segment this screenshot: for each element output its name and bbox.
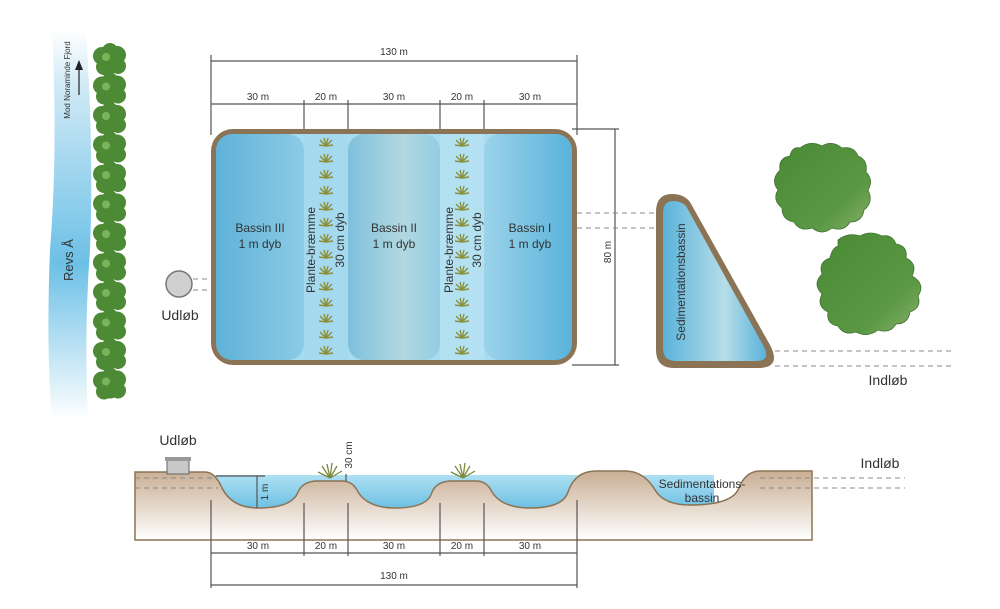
depth-label: 1 m [260, 484, 271, 501]
reed-icon [318, 185, 334, 195]
segment-label: 20 m [451, 92, 473, 103]
reeds [318, 137, 470, 355]
reed-icon [454, 153, 470, 163]
basin-2-depth: 1 m dyb [373, 237, 416, 251]
reed-icon [318, 201, 334, 211]
segment-label: 30 m [247, 92, 269, 103]
reed-icon [454, 313, 470, 323]
outlet-plan: Udløb [161, 270, 212, 323]
reed-icon [318, 297, 334, 307]
reed-icon [318, 153, 334, 163]
reed-icon [318, 217, 334, 227]
shrub-icon [93, 190, 126, 223]
shrub-icon [93, 338, 126, 370]
shrub-icon [93, 220, 126, 252]
reed-icon [454, 265, 470, 275]
section-total-width-label: 130 m [380, 571, 408, 582]
fjord-direction-label: Mod Noraminde Fjord [63, 41, 72, 118]
basin-2 [348, 134, 440, 360]
shrub-icon [93, 161, 126, 193]
reed-icon [454, 233, 470, 243]
shrub-icon [93, 43, 126, 75]
reed-icon [318, 265, 334, 275]
basin-3-depth: 1 m dyb [239, 237, 282, 251]
segment-label: 30 m [519, 92, 541, 103]
section-segment-label: 30 m [519, 541, 541, 552]
shrub-icon [93, 102, 126, 134]
section-sedimentation-label-1: Sedimentations- [659, 477, 746, 491]
reed-icon [454, 201, 470, 211]
reed-icon [454, 345, 470, 355]
plant-strip-1-depth: 30 cm dyb [333, 212, 347, 268]
plant-strip-1 [304, 134, 348, 360]
shrub-icon [93, 72, 126, 105]
outlet-label: Udløb [161, 307, 199, 323]
plant-strip-2 [440, 134, 484, 360]
river-water [48, 30, 92, 420]
trees [774, 143, 922, 335]
basin-1-name: Bassin I [509, 221, 552, 235]
reed-icon [454, 137, 470, 147]
reed-icon [454, 297, 470, 307]
sedimentation-basin-plan: Sedimentationsbassin [656, 194, 774, 368]
plan-dimensions: 130 m 30 m 20 m 30 m 20 m 30 m 80 m [210, 47, 619, 366]
reed-icon [454, 185, 470, 195]
basin-1-depth: 1 m dyb [509, 237, 552, 251]
reed-icon [318, 169, 334, 179]
shrub-icon [93, 308, 126, 341]
section-segment-label: 30 m [383, 541, 405, 552]
basin-3 [216, 134, 304, 360]
tree-icon [774, 143, 871, 233]
reed-icon [318, 137, 334, 147]
basin-2-name: Bassin II [371, 221, 417, 235]
tree-icon [816, 232, 922, 335]
segment-label: 20 m [315, 92, 337, 103]
height-label: 80 m [603, 241, 614, 263]
plant-strip-2-depth: 30 cm dyb [470, 212, 484, 268]
arrow-up-icon [75, 60, 83, 95]
section-sedimentation-label-2: bassin [685, 491, 720, 505]
shrub-icon [93, 367, 126, 400]
section-segment-label: 30 m [247, 541, 269, 552]
reed-icon [454, 169, 470, 179]
reed-icon [318, 329, 334, 339]
inlet-label: Indløb [869, 372, 908, 388]
reed-icon [454, 249, 470, 259]
river-label: Revs Å [61, 239, 76, 281]
section-segment-label: 20 m [315, 541, 337, 552]
plant-strip-1-name: Plante-bræmme [304, 207, 318, 293]
shrub-icon [93, 131, 126, 164]
pond-system-plan: Bassin III 1 m dyb Bassin II 1 m dyb Bas… [211, 129, 577, 365]
hedge-row [93, 43, 126, 400]
total-width-label: 130 m [380, 47, 408, 58]
plant-strip-2-name: Plante-bræmme [442, 207, 456, 293]
reed-icon [318, 249, 334, 259]
outlet-well-icon [165, 270, 193, 298]
section-outlet-label: Udløb [159, 432, 197, 448]
basin-1 [484, 134, 572, 360]
river: Revs Å Mod Noraminde Fjord [48, 30, 92, 420]
strip-depth-label: 30 cm [344, 441, 355, 468]
outlet-well-section [165, 457, 191, 475]
reed-icon [454, 329, 470, 339]
section-inlet-label: Indløb [861, 455, 900, 471]
shrub-icon [93, 249, 126, 282]
reed-icon [318, 281, 334, 291]
sedimentation-label: Sedimentationsbassin [674, 223, 688, 340]
reed-icon [317, 462, 343, 479]
cross-section: Udløb 1 m 30 cm Sedimentations- bassin I… [134, 432, 905, 588]
section-segment-label: 20 m [451, 541, 473, 552]
reed-icon [450, 462, 476, 479]
reed-icon [318, 345, 334, 355]
reed-icon [318, 233, 334, 243]
reed-icon [318, 313, 334, 323]
shrub-icon [93, 279, 126, 311]
reed-icon [454, 281, 470, 291]
segment-label: 30 m [383, 92, 405, 103]
basin-3-name: Bassin III [235, 221, 284, 235]
reed-icon [454, 217, 470, 227]
